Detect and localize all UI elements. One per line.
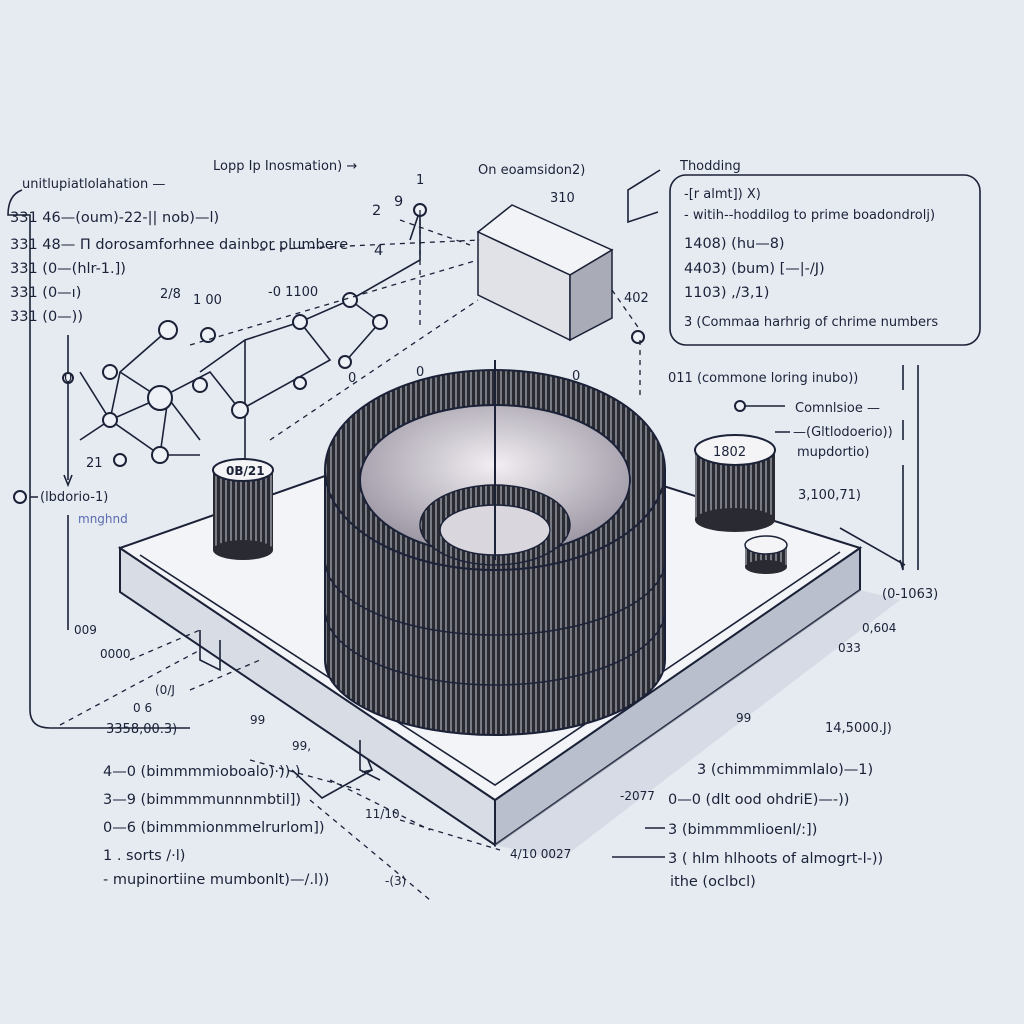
left-title: unitlupiatlolahation — [22, 177, 165, 192]
toroidal-coil [324, 360, 666, 736]
svg-text:0: 0 [64, 371, 72, 386]
right-box-line: 4403) (bum) [—|-/J) [684, 261, 825, 277]
svg-text:21: 21 [86, 456, 103, 471]
right-box-line: 1103) ,/3,1) [684, 285, 769, 301]
right-label: 99 [736, 711, 751, 725]
left-list: 331 46—(oum)-22-|| nob)—l) 331 48— Π dor… [10, 210, 348, 325]
bottom-left-leader [291, 759, 374, 799]
bottom-right-item: ithe (oclbcl) [670, 874, 756, 890]
bottom-left-item: 3—9 (bimmmmunnnmbtil]) [103, 792, 301, 808]
left-list-item: 331 (0—(hlr-1.]) [10, 261, 126, 277]
left-label: (0/J [155, 683, 175, 697]
left-label: (lbdorio-1) [40, 490, 108, 505]
svg-text:2: 2 [372, 203, 381, 219]
node-graph [13, 203, 746, 504]
bottom-right-item: 3 (chimmmimmlalo)—1) [697, 762, 873, 778]
bottom-label: -2077 [620, 789, 655, 803]
right-label: mupdortio) [797, 445, 869, 460]
bottom-right-list: 3 (chimmmimmlalo)—1) 0—0 (dlt ood ohdriE… [668, 762, 883, 890]
svg-text:402: 402 [624, 291, 649, 306]
right-label: 14,5000.J) [825, 721, 892, 736]
left-label: 3358,00.3) [106, 722, 177, 737]
left-cylinder-label: 0B/21 [226, 464, 265, 478]
right-box-line: - witih--hoddilog to prime boadondrolj) [684, 208, 935, 223]
right-label: 3,100,71) [798, 488, 861, 503]
left-label: 0000 [100, 647, 131, 661]
svg-text:1 00: 1 00 [193, 293, 222, 308]
right-info-box [669, 174, 981, 346]
left-leaders [30, 496, 69, 630]
bottom-left-item: 1 . sorts /·l) [103, 848, 185, 864]
svg-text:0: 0 [572, 369, 580, 384]
svg-text:1: 1 [416, 173, 424, 188]
cube-component [476, 204, 614, 342]
leader-lines [189, 210, 641, 441]
right-box-arrow [627, 169, 661, 224]
left-label: 99 [250, 713, 265, 727]
right-label: Comnlsioe — [795, 401, 880, 416]
bottom-label: -(3) [385, 874, 406, 888]
bottom-left-list: 4—0 (bimmmmioboalo)·)) ) 3—9 (bimmmmunnn… [103, 764, 329, 888]
svg-text:4: 4 [374, 243, 383, 259]
bottom-label: 4/10 0027 [510, 847, 571, 861]
right-box-line: -[r almt]) X) [684, 187, 761, 202]
bottom-label: 11/10 [365, 807, 400, 821]
svg-text:2/8: 2/8 [160, 287, 181, 302]
right-label: (0-1063) [882, 587, 938, 602]
left-list-item: 331 (0—)) [10, 309, 83, 325]
bottom-right-leaders [612, 827, 665, 858]
graph-numbers: 2/8 1 00 -0 1100 2 9 4 1 310 402 0 0 0 0… [64, 173, 649, 471]
left-list-item: 331 48— Π dorosamforhnee dainbor plumber… [10, 237, 348, 253]
bottom-left-item: 4—0 (bimmmmioboalo)·)) ) [103, 764, 301, 780]
right-box-line: 3 (Commaa harhrig of chrime numbers [684, 315, 938, 330]
right-box-lines: -[r almt]) X) - witih--hoddilog to prime… [684, 187, 938, 330]
svg-text:-0 1100: -0 1100 [268, 285, 318, 300]
left-label: 0 6 [133, 701, 152, 715]
left-label: 009 [74, 623, 97, 637]
center-label: Lopp Ip Inosmation) → [213, 159, 357, 174]
left-label: 99, [292, 739, 311, 753]
right-label: 033 [838, 641, 861, 655]
bottom-right-item: 0—0 (dlt ood ohdriE)—-)) [668, 792, 849, 808]
right-box-title: Thodding [679, 159, 741, 174]
left-bracket [7, 189, 190, 729]
right-label: 011 (commone loring inubo)) [668, 371, 858, 386]
svg-text:9: 9 [394, 194, 403, 210]
left-cylinder: 0B/21 [212, 458, 274, 560]
right-cylinder-label: 1802 [713, 445, 746, 460]
bottom-left-item: - mupinortiine mumbonlt)—/.l)) [103, 872, 329, 888]
center-right-label: On eoamsidon2) [478, 163, 585, 178]
svg-text:0: 0 [348, 371, 356, 386]
right-label: 0,604 [862, 621, 896, 635]
bottom-right-item: 3 (bimmmmlioenl/:]) [668, 822, 817, 838]
svg-text:0: 0 [416, 365, 424, 380]
left-list-item: 331 46—(oum)-22-|| nob)—l) [10, 210, 219, 226]
svg-text:310: 310 [550, 191, 575, 206]
right-cylinder: 1802 [694, 434, 776, 532]
left-label: mnghnd [78, 512, 128, 526]
right-leaders [745, 365, 919, 571]
bottom-right-item: 3 ( hlm hlhoots of almogrt-l-)) [668, 851, 883, 867]
right-label: —(Gltlodoerio)) [793, 425, 893, 440]
small-cylinder [744, 535, 788, 574]
left-list-item: 331 (0—ı) [10, 285, 81, 301]
right-box-line: 1408) (hu—8) [684, 236, 785, 252]
bottom-left-item: 0—6 (bimmmionmmelrurlom]) [103, 820, 325, 836]
